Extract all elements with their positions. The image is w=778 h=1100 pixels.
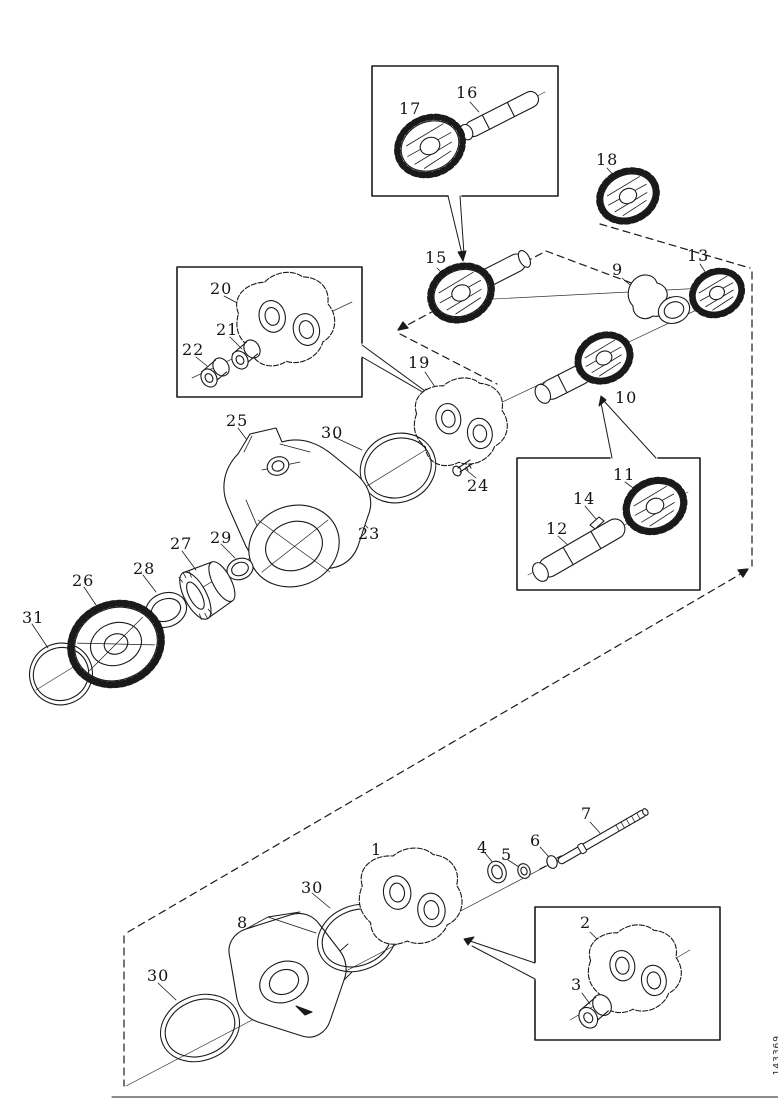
callout-13: 13 [687, 246, 710, 265]
pointer-box1-to-15 [448, 196, 464, 254]
callout-7: 7 [581, 804, 593, 823]
callout-22: 22 [182, 340, 205, 359]
arrowhead [599, 396, 606, 406]
callout-20: 20 [210, 279, 233, 298]
inset-boxes [177, 66, 720, 1040]
callout-31: 31 [22, 608, 45, 627]
callout-15: 15 [425, 248, 448, 267]
callout-23: 23 [358, 524, 381, 543]
part-26-drive-gear [59, 591, 173, 698]
drawing-number: 143369 [772, 1035, 778, 1076]
callout-24: 24 [467, 476, 490, 495]
inset-2-3-parts [574, 917, 688, 1033]
part-13-gear [685, 263, 749, 323]
callout-10: 10 [615, 388, 638, 407]
callout-27: 27 [170, 534, 193, 553]
callout-29: 29 [210, 528, 233, 547]
callout-12: 12 [546, 519, 569, 538]
callout-30: 30 [301, 878, 324, 897]
part-19-cover-plate [406, 370, 514, 474]
inset-box-20-21-22 [177, 267, 362, 397]
arrowhead [464, 937, 474, 945]
part-17-gear [388, 106, 473, 185]
callout-1: 1 [371, 840, 383, 859]
dashed-diagonal-line [128, 572, 744, 932]
callout-18: 18 [596, 150, 619, 169]
callout-5: 5 [501, 845, 513, 864]
part-30-oring-lower-left [149, 982, 251, 1074]
part-24-screw [451, 460, 472, 477]
callout-30: 30 [147, 966, 170, 985]
part-15-gear-shaft [421, 249, 533, 330]
part-4-snap-ring [485, 859, 509, 886]
callout-11: 11 [613, 465, 636, 484]
pointer-box4-to-1 [470, 941, 535, 979]
part-8-pump-body [229, 912, 352, 1037]
arrowhead [398, 322, 408, 330]
pointer-box3-to-10 [601, 401, 656, 458]
arrowhead [458, 251, 466, 261]
arrowhead [738, 569, 748, 577]
callout-19: 19 [408, 353, 431, 372]
callout-9: 9 [612, 260, 624, 279]
callout-3: 3 [571, 975, 583, 994]
part-9-bracket [628, 275, 693, 328]
part-18-gear [591, 161, 665, 230]
callout-2: 2 [580, 913, 592, 932]
inset-box-2-3 [535, 907, 720, 1040]
dashed-plane-line [600, 224, 750, 268]
callout-30: 30 [321, 423, 344, 442]
callout-26: 26 [72, 571, 95, 590]
part-25-pump-housing [224, 428, 371, 600]
pointer-box2-to-19 [362, 345, 426, 394]
part-12-shaft [529, 515, 628, 584]
callout-6: 6 [530, 831, 542, 850]
callout-16: 16 [456, 83, 479, 102]
part-27-bearing-drum [173, 554, 242, 623]
callout-28: 28 [133, 559, 156, 578]
part-10-gear-shaft [532, 326, 638, 406]
callout-8: 8 [237, 913, 249, 932]
callout-4: 4 [477, 838, 489, 857]
callout-25: 25 [226, 411, 249, 430]
part-6-nut [540, 854, 561, 870]
callout-21: 21 [216, 320, 239, 339]
part-7-shaft-rod [556, 806, 650, 866]
part-5-washer [516, 862, 532, 880]
inset-11-12-14-parts [529, 471, 692, 584]
callout-14: 14 [573, 489, 596, 508]
inset-box-16-17 [372, 66, 558, 196]
dashed-plane-line [400, 334, 497, 384]
callout-17: 17 [399, 99, 422, 118]
inset-box-11-12-14 [517, 458, 700, 590]
part-14-key [590, 517, 604, 529]
